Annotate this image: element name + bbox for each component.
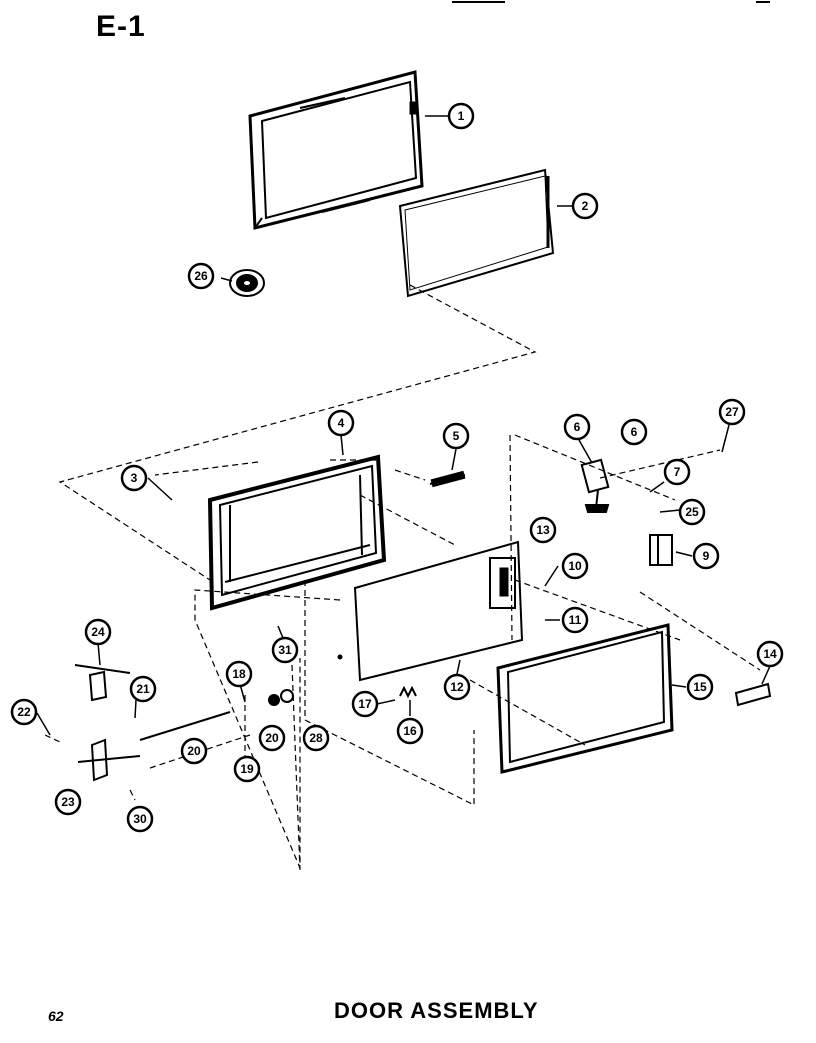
- callout-28: 28: [309, 731, 323, 745]
- part-9-block: [649, 534, 673, 566]
- part-26-round-part: [229, 269, 265, 297]
- callout-25: 25: [685, 505, 699, 519]
- callout-31: 31: [278, 643, 292, 657]
- callout-20: 20: [265, 731, 279, 745]
- callout-12: 12: [450, 680, 464, 694]
- callout-18: 18: [232, 667, 246, 681]
- callout-14: 14: [763, 647, 777, 661]
- callout-23: 23: [61, 795, 75, 809]
- part-4-door-frame: [207, 454, 387, 611]
- parts-washers: [268, 689, 294, 706]
- callout-6b: 6: [631, 425, 638, 439]
- callout-6a: 6: [574, 420, 581, 434]
- callout-5: 5: [453, 429, 460, 443]
- part-2-panel: [398, 168, 555, 298]
- assembly-title: DOOR ASSEMBLY: [334, 998, 539, 1023]
- callout-7: 7: [674, 465, 681, 479]
- part-6-latch: [580, 458, 610, 513]
- callout-2: 2: [582, 199, 589, 213]
- callout-leaders: [36, 115, 771, 736]
- callout-21: 21: [136, 682, 150, 696]
- callout-3: 3: [131, 471, 138, 485]
- callout-20-rod: 20: [187, 744, 201, 758]
- callout-16: 16: [403, 724, 417, 738]
- part-20-rod: [139, 711, 231, 741]
- part-16-spring: [399, 685, 417, 699]
- callout-9: 9: [703, 549, 710, 563]
- assembly-lines: [44, 284, 761, 871]
- page-number: 62: [48, 1008, 64, 1024]
- callout-1: 1: [458, 109, 465, 123]
- part-24-bracket: [74, 664, 131, 702]
- callout-13: 13: [536, 523, 550, 537]
- callout-10: 10: [568, 559, 582, 573]
- callout-17: 17: [358, 697, 372, 711]
- callout-26: 26: [194, 269, 208, 283]
- callout-15: 15: [693, 680, 707, 694]
- callout-22: 22: [17, 705, 31, 719]
- part-15-door-frame: [496, 623, 674, 774]
- page-label: E-1: [96, 10, 146, 43]
- part-14-handle-cap: [734, 682, 772, 707]
- part-5-latch-strip: [429, 470, 466, 488]
- callout-24: 24: [91, 625, 105, 639]
- callout-19: 19: [240, 762, 254, 776]
- callout-11: 11: [569, 613, 582, 627]
- callout-4: 4: [338, 416, 345, 430]
- part-12-inner-panel: [337, 540, 524, 682]
- callout-30: 30: [133, 812, 147, 826]
- part-23-bracket: [77, 738, 141, 782]
- callout-circles: [10, 102, 784, 833]
- callout-27: 27: [725, 405, 739, 419]
- part-1-top-frame: [248, 70, 424, 230]
